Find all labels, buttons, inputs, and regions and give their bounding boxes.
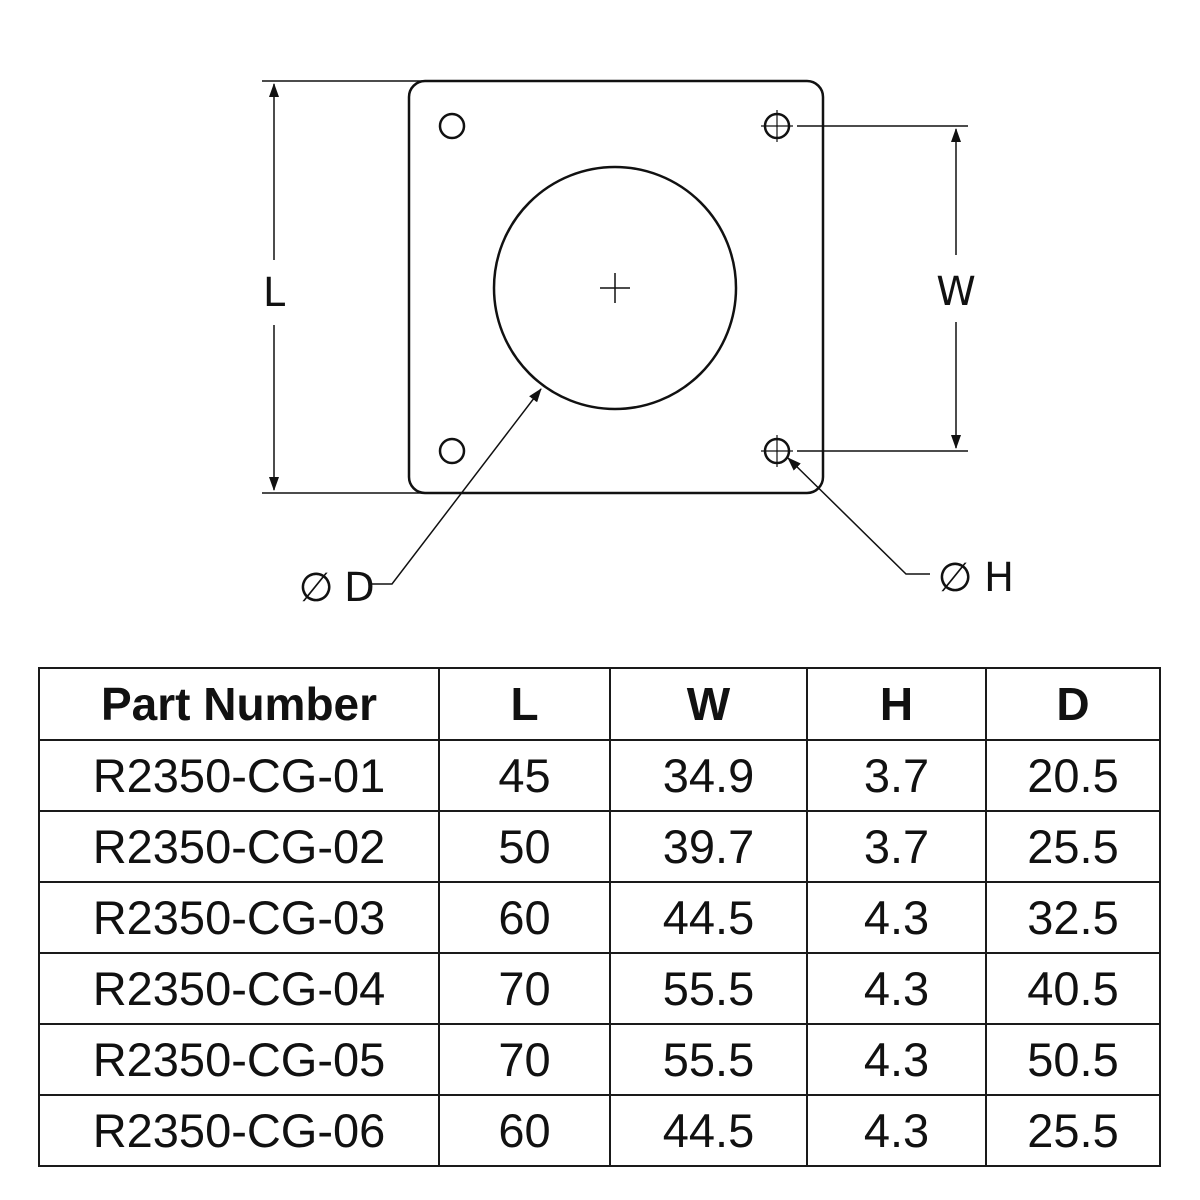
cell-d: 25.5 [985,1094,1161,1167]
cell-l: 50 [438,810,611,883]
cell-w: 39.7 [609,810,808,883]
plate-outline [407,79,825,495]
cell-d: 25.5 [985,810,1161,883]
cell-part-number: R2350-CG-06 [38,1094,440,1167]
header-d: D [985,667,1161,741]
dimension-l-label: L [263,270,286,316]
cell-h: 4.3 [806,881,987,954]
cell-l: 70 [438,1023,611,1096]
specification-table: Part Number L W H D R2350-CG-01 45 34.9 … [38,667,1161,1167]
cell-part-number: R2350-CG-02 [38,810,440,883]
mounting-hole-bottom-left [438,437,466,465]
cell-h: 3.7 [806,810,987,883]
cell-h: 4.3 [806,1094,987,1167]
cell-d: 20.5 [985,739,1161,812]
table-row: R2350-CG-01 45 34.9 3.7 20.5 [38,739,1161,812]
cell-l: 70 [438,952,611,1025]
table-row: R2350-CG-04 70 55.5 4.3 40.5 [38,952,1161,1025]
cell-w: 44.5 [609,1094,808,1167]
cell-part-number: R2350-CG-03 [38,881,440,954]
dimension-d-label: D [344,565,375,611]
header-part-number: Part Number [38,667,440,741]
center-bore [492,165,738,411]
cell-h: 4.3 [806,1023,987,1096]
cell-d: 32.5 [985,881,1161,954]
cell-l: 60 [438,1094,611,1167]
mounting-plate-drawing: L W ∅ D ∅ H [262,79,1014,611]
table-row: R2350-CG-02 50 39.7 3.7 25.5 [38,810,1161,883]
table-header-row: Part Number L W H D [38,667,1161,741]
dimension-w [797,125,968,452]
dimension-l [262,80,425,494]
cell-part-number: R2350-CG-01 [38,739,440,812]
table-row: R2350-CG-05 70 55.5 4.3 50.5 [38,1023,1161,1096]
center-mark [600,273,630,303]
mounting-hole-bottom-right [761,435,793,467]
diameter-symbol-h: ∅ [938,555,973,601]
table-row: R2350-CG-06 60 44.5 4.3 25.5 [38,1094,1161,1167]
cell-h: 3.7 [806,739,987,812]
cell-l: 60 [438,881,611,954]
leader-h [787,457,930,575]
cell-d: 50.5 [985,1023,1161,1096]
header-l: L [438,667,611,741]
leader-d [372,388,542,585]
dimension-w-label: W [936,269,976,315]
diameter-symbol-d: ∅ [299,565,334,611]
table-row: R2350-CG-03 60 44.5 4.3 32.5 [38,881,1161,954]
header-h: H [806,667,987,741]
mounting-hole-top-left [438,112,466,140]
cell-h: 4.3 [806,952,987,1025]
mounting-hole-top-right [761,110,793,142]
header-w: W [609,667,808,741]
cell-w: 55.5 [609,1023,808,1096]
cell-part-number: R2350-CG-05 [38,1023,440,1096]
cell-w: 34.9 [609,739,808,812]
cell-w: 55.5 [609,952,808,1025]
cell-part-number: R2350-CG-04 [38,952,440,1025]
cell-l: 45 [438,739,611,812]
cell-d: 40.5 [985,952,1161,1025]
cell-w: 44.5 [609,881,808,954]
dimension-h-label: H [984,555,1014,601]
